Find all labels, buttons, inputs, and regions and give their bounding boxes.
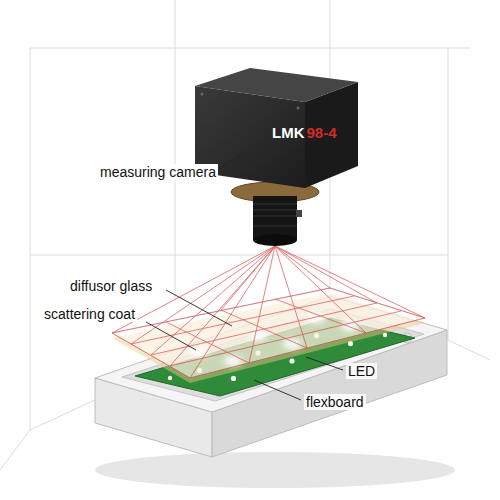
leader-line bbox=[166, 290, 232, 326]
part-label: flexboard bbox=[304, 394, 366, 410]
lens-screw bbox=[296, 210, 302, 217]
model-text: 98-4 bbox=[305, 124, 339, 141]
lens-front bbox=[253, 234, 297, 246]
ray bbox=[249, 246, 275, 363]
measuring-camera bbox=[195, 68, 358, 246]
leader-line bbox=[146, 322, 196, 350]
part-label: LED bbox=[346, 363, 377, 379]
grid-line bbox=[30, 48, 31, 430]
lens-ridge bbox=[253, 204, 297, 205]
grid-line bbox=[448, 48, 449, 340]
led bbox=[289, 358, 294, 363]
lens-ridges bbox=[253, 204, 297, 226]
camera-screw bbox=[297, 107, 300, 110]
grid-line bbox=[330, 0, 331, 48]
floor-shadow bbox=[95, 452, 455, 488]
ray bbox=[170, 246, 275, 366]
lens-ridge bbox=[253, 210, 297, 211]
grid-ray bbox=[151, 303, 377, 355]
part-label: scattering coat bbox=[42, 306, 137, 322]
leader-line bbox=[254, 380, 301, 400]
grid-line bbox=[0, 430, 30, 470]
grid-line bbox=[30, 255, 448, 256]
grid-ray bbox=[170, 311, 401, 366]
measurement-rays bbox=[112, 246, 425, 378]
lens-ridge bbox=[253, 216, 297, 217]
grid-line bbox=[175, 0, 176, 48]
diffusor-glass bbox=[112, 288, 425, 378]
light-spot bbox=[249, 331, 267, 341]
led bbox=[231, 376, 236, 381]
camera-top bbox=[195, 68, 358, 102]
led bbox=[168, 376, 172, 380]
leader-lines bbox=[146, 152, 343, 400]
room-grid bbox=[0, 0, 490, 470]
light-spot bbox=[224, 356, 242, 366]
ray bbox=[275, 246, 330, 288]
leader-line bbox=[218, 152, 245, 170]
brand-text: LMK bbox=[270, 124, 307, 141]
camera-screw bbox=[201, 93, 204, 96]
part-label: diffusor glass bbox=[68, 278, 154, 294]
grid-line bbox=[30, 48, 470, 49]
ray bbox=[131, 246, 275, 344]
lens-barrel bbox=[253, 196, 297, 240]
leader-line bbox=[306, 357, 343, 370]
part-label: measuring camera bbox=[98, 164, 218, 180]
grid-line bbox=[30, 400, 95, 430]
ray bbox=[275, 246, 366, 333]
ray-frame bbox=[112, 288, 425, 378]
ray bbox=[151, 246, 275, 355]
grid-line bbox=[448, 340, 490, 360]
lens-ridge bbox=[253, 226, 297, 227]
grid-ray bbox=[131, 296, 354, 344]
